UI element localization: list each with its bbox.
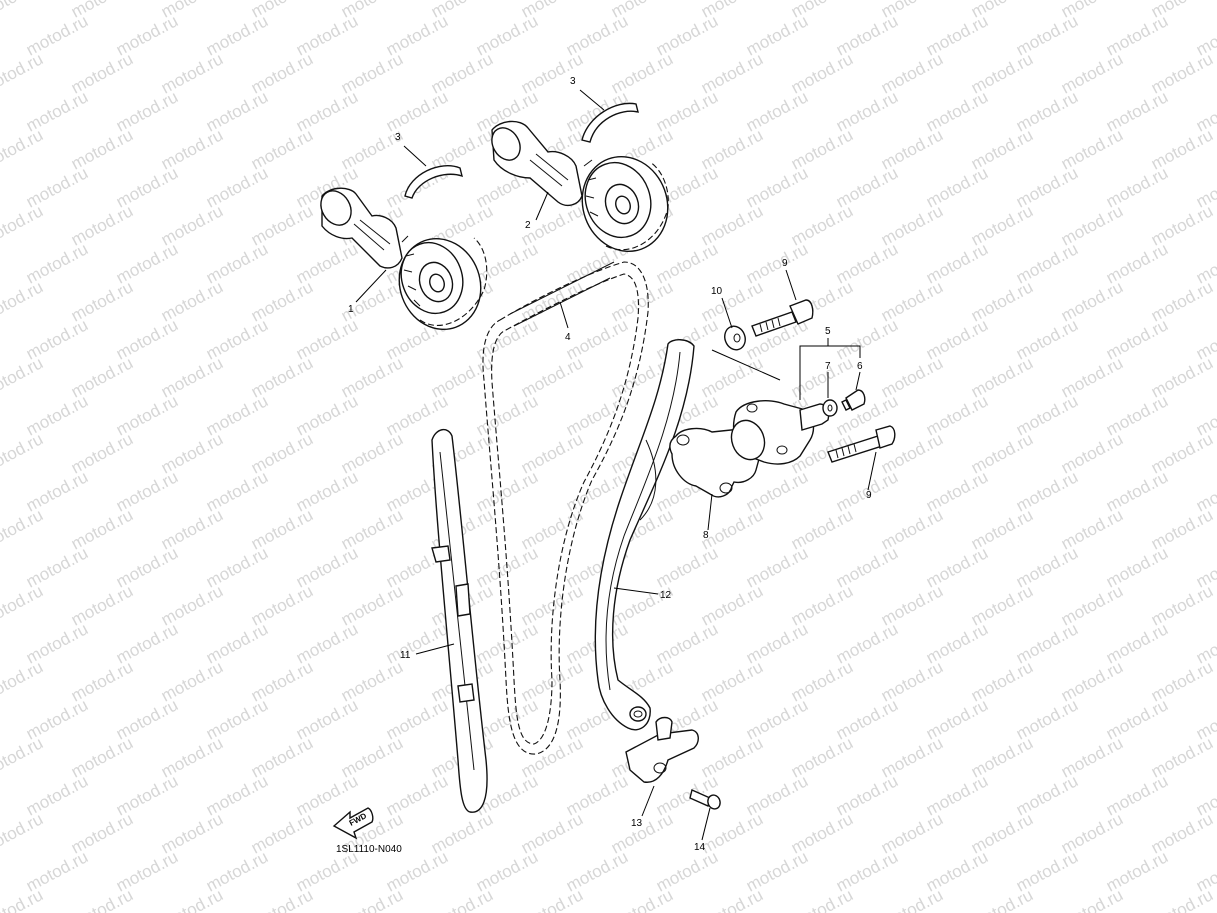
label-10: 10 — [711, 286, 723, 297]
camshaft-1 — [320, 187, 488, 331]
watermark-text: motod.ru — [0, 543, 1, 591]
watermark-text: motod.ru — [0, 847, 1, 895]
diagram-code: 1SL1110-N040 — [336, 844, 402, 855]
watermark-text: motod.ru — [0, 201, 46, 249]
watermark-text: motod.ru — [968, 885, 1036, 913]
watermark-text: motod.ru — [0, 619, 1, 667]
watermark-text: motod.ru — [248, 885, 316, 913]
label-11: 11 — [400, 650, 411, 661]
washer-10 — [724, 325, 746, 351]
cam-chain-4 — [482, 261, 649, 755]
watermark-text: motod.ru — [698, 885, 766, 913]
part-labels: 1 2 3 3 4 5 6 7 8 9 9 10 11 12 13 14 — [348, 76, 872, 853]
bolt-6 — [841, 389, 866, 411]
watermark-text: motod.ru — [0, 277, 46, 325]
watermark-text: motod.ru — [0, 733, 46, 781]
tensioner-guide-12 — [594, 339, 695, 731]
label-14: 14 — [694, 842, 706, 853]
label-1: 1 — [348, 304, 354, 315]
watermark-text: motod.ru — [0, 391, 1, 439]
watermark-text: motod.ru — [518, 885, 586, 913]
label-6: 6 — [857, 361, 863, 372]
washer-7 — [822, 399, 838, 417]
watermark-text: motod.ru — [0, 771, 1, 819]
clip-3-left — [404, 165, 463, 199]
watermark-text: motod.ru — [0, 239, 1, 287]
tensioner-assembly-5 — [669, 400, 830, 498]
watermark-text: motod.ru — [1148, 885, 1216, 913]
watermark-text: motod.ru — [0, 87, 1, 135]
label-4: 4 — [565, 332, 571, 343]
watermark-text: motod.ru — [788, 885, 856, 913]
bolt-9-lower — [827, 425, 896, 463]
watermark-text: motod.ru — [0, 315, 1, 363]
watermark-text: motod.ru — [0, 809, 46, 857]
watermark-text: motod.ru — [0, 11, 1, 59]
bracket-13 — [625, 716, 699, 783]
label-3-left: 3 — [395, 132, 401, 143]
label-13: 13 — [631, 818, 643, 829]
watermark-text: motod.ru — [158, 885, 226, 913]
watermark-text: motod.ru — [0, 505, 46, 553]
watermark-text: motod.ru — [0, 467, 1, 515]
watermark-text: motod.ru — [0, 49, 46, 97]
watermark-text: motod.ru — [878, 885, 946, 913]
chain-guide-11 — [431, 429, 488, 813]
camshaft-2 — [491, 120, 669, 253]
watermark-text: motod.ru — [0, 429, 46, 477]
label-7: 7 — [825, 361, 831, 372]
watermark-text: motod.ru — [0, 0, 46, 22]
label-3-right: 3 — [570, 76, 576, 87]
watermark-text: motod.ru — [428, 885, 496, 913]
watermark-text: motod.ru — [0, 353, 46, 401]
label-12: 12 — [660, 590, 672, 601]
clip-3-right — [581, 102, 639, 143]
watermark-text: motod.ru — [0, 657, 46, 705]
watermark-text: motod.ru — [0, 581, 46, 629]
watermark-text: motod.ru — [68, 885, 136, 913]
label-9-lower: 9 — [866, 490, 872, 501]
label-8: 8 — [703, 530, 709, 541]
watermark-text: motod.ru — [338, 885, 406, 913]
leader-lines — [355, 89, 877, 841]
label-5: 5 — [825, 326, 831, 337]
watermark-text: motod.ru — [0, 125, 46, 173]
watermark-text: motod.ru — [0, 163, 1, 211]
watermark-text: motod.ru — [0, 695, 1, 743]
watermark-text: motod.ru — [0, 885, 46, 913]
bolt-9-upper — [751, 299, 814, 337]
watermark-text: motod.ru — [1058, 885, 1126, 913]
watermark-text: motod.ru — [608, 885, 676, 913]
screw-14 — [689, 789, 721, 810]
label-9-upper: 9 — [782, 258, 788, 269]
label-2: 2 — [525, 220, 531, 231]
